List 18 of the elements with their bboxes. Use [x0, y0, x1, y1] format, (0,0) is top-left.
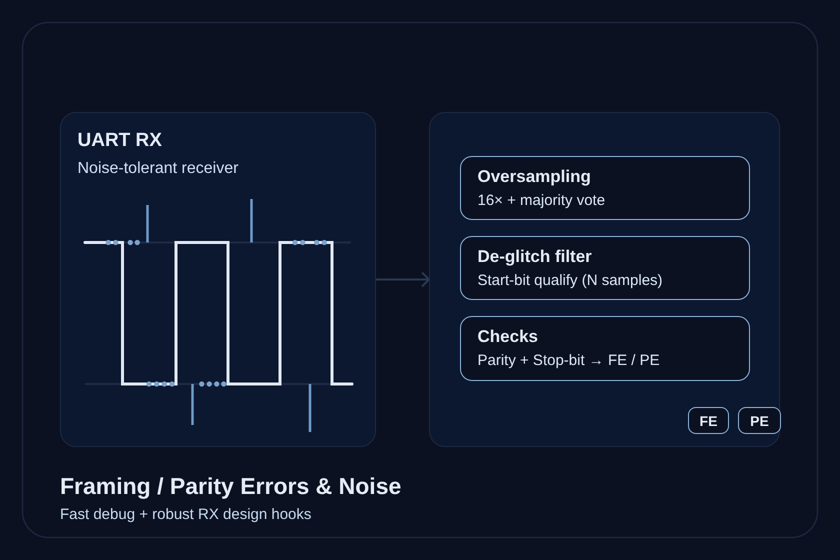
- diagram-caption: Fast debug + robust RX design hooks: [60, 506, 312, 524]
- flag-badge: FE: [688, 407, 729, 434]
- process-box: [460, 236, 750, 300]
- step-title: De-glitch filter: [478, 246, 592, 266]
- step-title: Checks: [478, 326, 538, 346]
- panel-subtitle: Noise-tolerant receiver: [78, 160, 238, 178]
- step-description: 16× + majority vote: [478, 192, 606, 210]
- arrow: [376, 272, 430, 288]
- step-title: Oversampling: [478, 166, 591, 186]
- diagram-title: Framing / Parity Errors & Noise: [60, 473, 402, 500]
- step-description: Parity + Stop-bit → FE / PE: [478, 352, 660, 370]
- panel-title: UART RX: [78, 130, 162, 152]
- panel: [429, 112, 780, 447]
- process-box: [460, 316, 750, 381]
- panel: [60, 112, 376, 447]
- step-description: Start-bit qualify (N samples): [478, 272, 663, 290]
- process-box: [460, 156, 750, 220]
- flag-badge: PE: [738, 407, 781, 434]
